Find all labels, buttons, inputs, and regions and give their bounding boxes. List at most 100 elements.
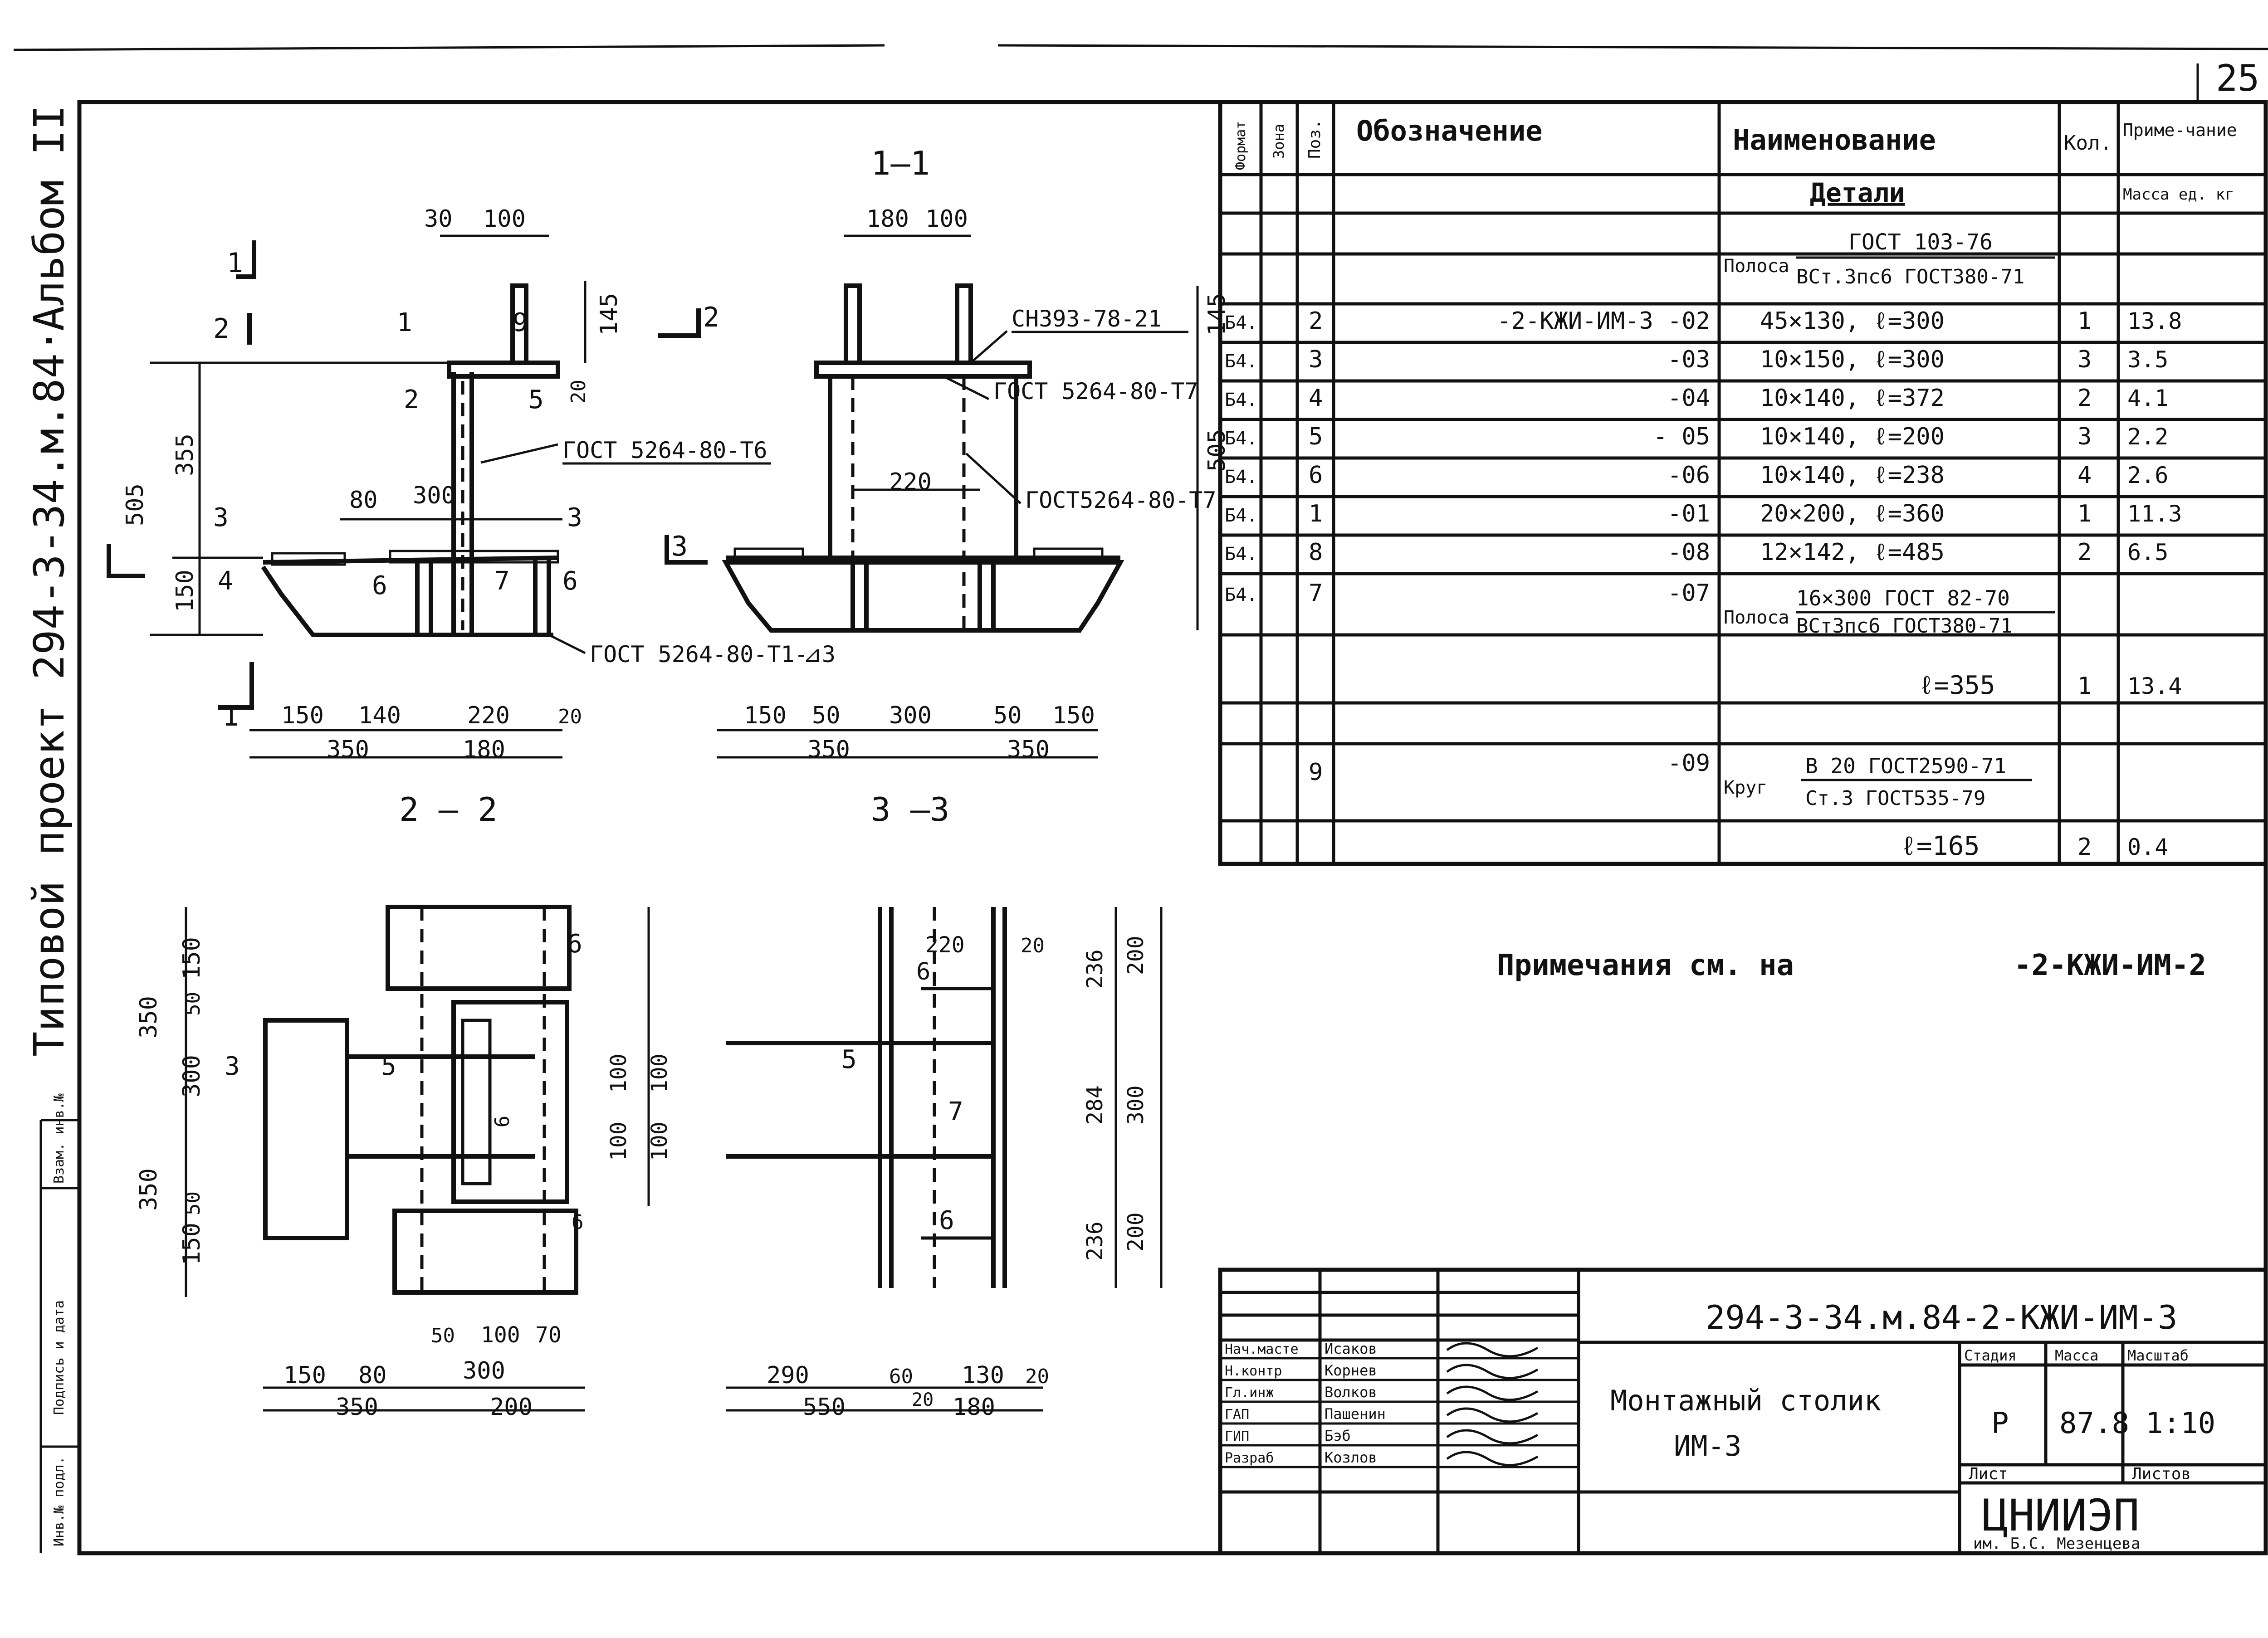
dim-145: 145 xyxy=(596,293,623,336)
pin-left xyxy=(844,283,862,365)
dim-30: 30 xyxy=(424,205,453,233)
spec-designation: -2-КЖИ-ИМ-3 -02 xyxy=(1497,307,1710,335)
pos-2-plan xyxy=(461,1019,492,1185)
dim-145: 145 xyxy=(1203,293,1231,336)
signature-name: Волков xyxy=(1325,1384,1377,1401)
dim-100: 100 xyxy=(647,1121,672,1161)
leader xyxy=(548,634,586,654)
dim-20: 20 xyxy=(912,1389,934,1410)
project-label: Типовой проект 294-3-34.м.84· xyxy=(25,328,73,1057)
dim-100: 100 xyxy=(483,205,526,233)
dim-180: 180 xyxy=(866,205,909,233)
dim-350: 350 xyxy=(807,736,850,763)
notes-label: Примечания см. на xyxy=(1497,949,1794,982)
cut-mark-3 xyxy=(107,544,145,578)
spec-format: Б4. xyxy=(1225,428,1257,449)
leader xyxy=(943,375,990,400)
pos-6-label: 6 xyxy=(916,958,930,985)
signature-role: ГИП xyxy=(1225,1428,1249,1444)
dim-505: 505 xyxy=(122,483,149,526)
leader xyxy=(970,330,1008,364)
spec-pos: 7 xyxy=(1309,580,1323,607)
sheets-label: Листов xyxy=(2132,1465,2191,1483)
pos-6-label-b: 6 xyxy=(939,1206,954,1235)
dim-300: 300 xyxy=(889,702,932,729)
cut-mark-3b xyxy=(665,535,708,565)
spec-qty: 2 xyxy=(2077,834,2092,861)
spec-name: 10×140, ℓ=200 xyxy=(1760,423,1945,450)
pos-7-label: 7 xyxy=(494,566,510,596)
spec-format: Б4. xyxy=(1225,312,1257,333)
spec-name: 10×150, ℓ=300 xyxy=(1760,346,1945,373)
spec-name: 12×142, ℓ=485 xyxy=(1760,539,1945,566)
spec-designation: -08 xyxy=(1667,539,1710,566)
pos-6-label: 6 xyxy=(567,929,582,959)
pos-5-label: 5 xyxy=(528,385,544,414)
dim-20: 20 xyxy=(558,705,582,728)
dim-100: 100 xyxy=(647,1053,672,1093)
signature-name: Корнев xyxy=(1325,1362,1377,1379)
spec-name: ℓ=355 xyxy=(1919,671,1995,700)
spec-mass: 2.2 xyxy=(2127,424,2168,450)
group2-top: 16×300 ГОСТ 82-70 xyxy=(1796,586,2010,610)
dim-300: 300 xyxy=(178,1055,205,1097)
group3-bottom: Ст.3 ГОСТ535-79 xyxy=(1805,787,1985,810)
weld-note-sn: СН393-78-21 xyxy=(1012,306,1162,332)
signature-scribble xyxy=(1446,1407,1539,1423)
spec-name: 10×140, ℓ=372 xyxy=(1760,385,1945,412)
spec-qty: 2 xyxy=(2077,385,2092,412)
spec-pos: 8 xyxy=(1309,539,1323,566)
section-2-2-title: 2 — 2 xyxy=(399,790,498,829)
dim-290: 290 xyxy=(767,1362,809,1389)
spec-format: Б4. xyxy=(1225,544,1257,565)
signature-scribble xyxy=(1446,1342,1539,1358)
document-code: 294-3-34.м.84-2-КЖИ-ИМ-3 xyxy=(1706,1298,2177,1336)
group1-bottom: ВСт.3пс6 ГОСТ380-71 xyxy=(1796,265,2024,288)
dim-200: 200 xyxy=(1123,1212,1149,1252)
spec-designation: -07 xyxy=(1667,580,1710,607)
dim-200: 200 xyxy=(1123,936,1149,975)
dim-150: 150 xyxy=(284,1362,326,1389)
dim-100: 100 xyxy=(606,1053,631,1093)
spec-mass: 3.5 xyxy=(2127,346,2168,373)
dim-150: 150 xyxy=(1052,702,1095,729)
pos-6-label: 6 xyxy=(372,571,387,600)
side-margin: Альбом II Типовой проект 294-3-34.м.84· … xyxy=(25,105,79,1553)
spec-qty: 1 xyxy=(2077,307,2092,335)
column-box xyxy=(828,374,1018,560)
dim-50: 50 xyxy=(993,702,1022,729)
signature-scribble xyxy=(1446,1451,1539,1467)
cut-mark-3-label: 3 xyxy=(671,531,688,562)
leader xyxy=(965,453,1022,504)
plan-view-2: 220 20 236 200 284 300 236 200 290 60 13… xyxy=(726,907,1163,1421)
base-plate-top xyxy=(263,556,558,565)
notes-reference: -2-КЖИ-ИМ-2 xyxy=(2014,949,2206,982)
dim-350: 350 xyxy=(336,1394,378,1421)
spec-pos: 1 xyxy=(1309,500,1323,527)
group1-prefix: Полоса xyxy=(1724,256,1789,277)
stage-value: Р xyxy=(1991,1407,2009,1440)
signature-name: Пашенин xyxy=(1325,1405,1386,1423)
scan-line xyxy=(13,44,885,51)
cut-mark-2b-label: 2 xyxy=(703,302,719,333)
group3-top: В 20 ГОСТ2590-71 xyxy=(1805,754,2006,778)
dim-300: 300 xyxy=(463,1357,505,1384)
dim-50: 50 xyxy=(181,992,205,1016)
base-plate-outline xyxy=(261,566,553,637)
scale-label: Масштаб xyxy=(2127,1347,2189,1364)
dim-355: 355 xyxy=(171,434,199,476)
header-zone: Зона xyxy=(1270,124,1287,159)
section-2-2: 30 100 145 20 355 505 150 80 300 150 140… xyxy=(107,205,836,829)
pos-6-label-b: 6 xyxy=(562,566,578,596)
top-plate xyxy=(814,361,1032,379)
weld-note-t6: ГОСТ 5264-80-Т6 xyxy=(562,437,767,463)
dim-550: 550 xyxy=(803,1394,846,1421)
dim-50: 50 xyxy=(181,1191,205,1215)
pin-right xyxy=(955,283,973,365)
dim-100: 100 xyxy=(925,205,968,233)
plate-top xyxy=(386,905,572,991)
scan-line xyxy=(997,44,2268,50)
group2-prefix: Полоса xyxy=(1724,607,1789,628)
signature-role: Н.контр xyxy=(1225,1363,1282,1379)
